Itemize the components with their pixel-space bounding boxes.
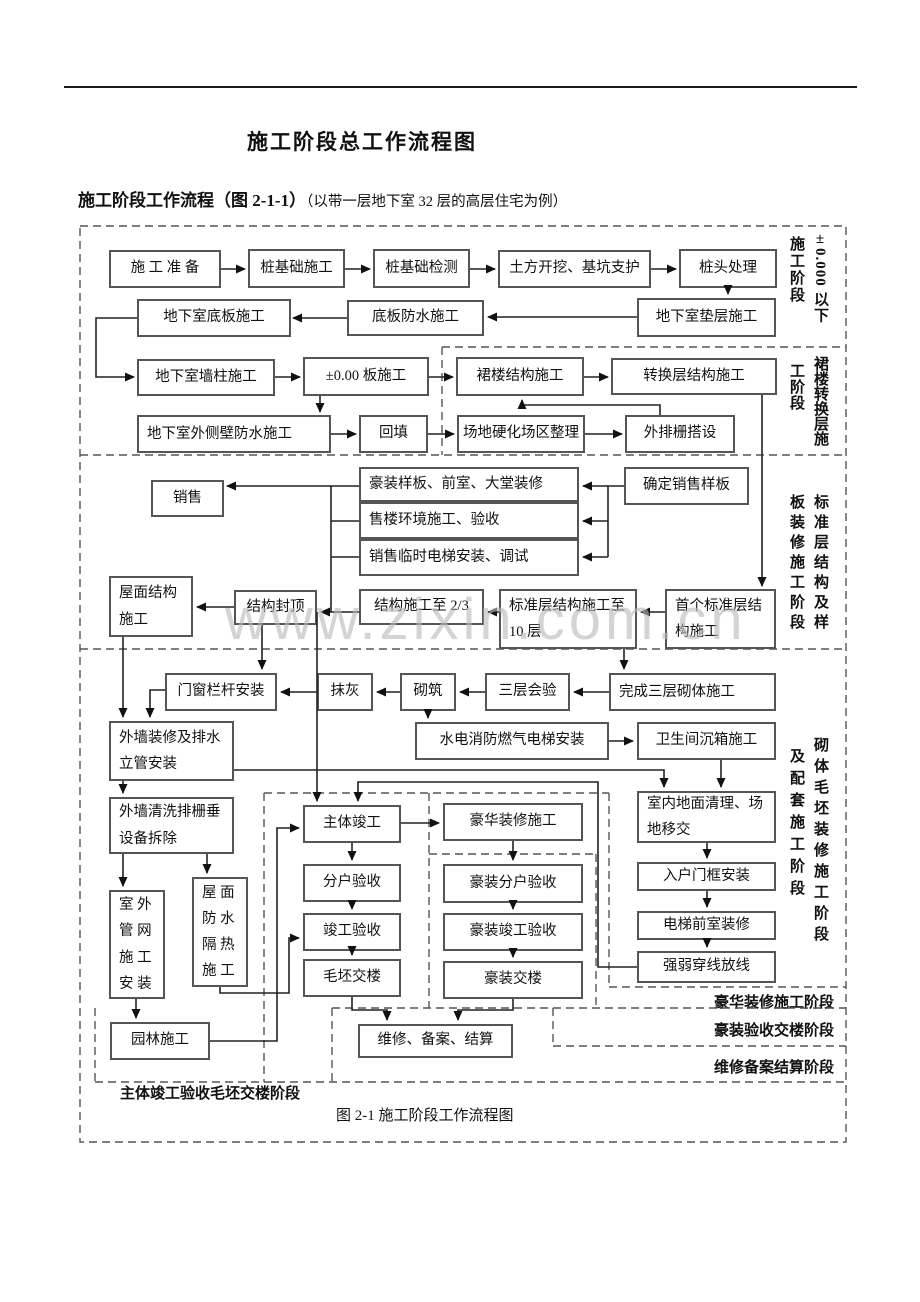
box-mep: 水电消防燃气电梯安装	[415, 722, 609, 760]
box-door-rail: 门窗栏杆安装	[165, 673, 277, 711]
stage-label-zone2-left: 工阶段	[788, 363, 804, 411]
box-cushion: 地下室垫层施工	[637, 298, 776, 337]
box-three-done: 完成三层砌体施工	[609, 673, 776, 711]
box-three-check: 三层会验	[485, 673, 570, 711]
page-title: 施工阶段总工作流程图	[247, 130, 477, 154]
box-scaffold: 外排栅搭设	[625, 415, 735, 453]
stage-label-main-accept: 主体竣工验收毛坯交楼阶段	[120, 1086, 301, 1102]
box-completion-check: 竣工验收	[303, 913, 401, 951]
box-roof-wp: 屋 面 防 水 隔 热 施 工	[192, 877, 248, 987]
box-sales-env: 售楼环境施工、验收	[359, 502, 579, 539]
stage-label-zone3-right: 标准层结构及样	[812, 494, 828, 634]
box-pile-head: 桩头处理	[679, 249, 777, 288]
box-bare-delivery: 毛坯交楼	[303, 959, 401, 997]
box-ext-clean: 外墙清洗排栅垂 设备拆除	[109, 797, 234, 854]
box-lux-deco: 豪华装修施工	[443, 803, 583, 841]
box-backfill: 回填	[359, 415, 428, 453]
figure-caption: 图 2-1 施工阶段工作流程图	[336, 1108, 514, 1124]
box-zero-slab: ±0.00 板施工	[303, 357, 429, 396]
box-confirm-sample: 确定销售样板	[624, 467, 749, 505]
box-wire-laying: 强弱穿线放线	[637, 951, 776, 983]
box-transfer: 转换层结构施工	[611, 358, 777, 395]
stage-label-zone1-left: 施工阶段	[788, 236, 804, 304]
box-temp-elevator: 销售临时电梯安装、调试	[359, 539, 579, 576]
box-outdoor-pipe: 室 外 管 网 施 工 安 装	[109, 890, 165, 999]
box-roof-structure: 屋面结构 施工	[109, 576, 193, 637]
box-door-frame: 入户门框安装	[637, 862, 776, 891]
box-excavation: 土方开挖、基坑支护	[498, 250, 651, 288]
box-lux-unit-check: 豪装分户验收	[443, 864, 583, 903]
stage-label-zone1-right: ±0.000 以下	[812, 231, 828, 324]
stage-label-lux-accept: 豪装验收交楼阶段	[714, 1023, 835, 1039]
box-unit-check: 分户验收	[303, 864, 401, 902]
box-prep: 施 工 准 备	[109, 250, 221, 288]
box-ext-deco: 外墙装修及排水 立管安装	[109, 721, 234, 781]
stage-label-lux-deco: 豪华装修施工阶段	[714, 995, 835, 1011]
box-struct-10: 标准层结构施工至 10 层	[499, 589, 637, 649]
box-podium: 裙楼结构施工	[456, 357, 584, 396]
box-lux-completion-check: 豪装竣工验收	[443, 913, 583, 951]
stage-label-repair: 维修备案结算阶段	[714, 1060, 835, 1076]
box-topping: 结构封顶	[234, 590, 317, 625]
box-indoor-clean: 室内地面清理、场 地移交	[637, 791, 776, 843]
box-pile-test: 桩基础检测	[373, 249, 470, 288]
box-base-slab: 地下室底板施工	[137, 299, 291, 337]
page-subtitle: 施工阶段工作流程（图 2-1-1）（以带一层地下室 32 层的高层住宅为例）	[78, 186, 567, 211]
box-elevator-lobby: 电梯前室装修	[637, 911, 776, 940]
stage-label-zone2-right: 裙楼转换层施	[812, 356, 828, 446]
box-site-harden: 场地硬化场区整理	[457, 415, 585, 453]
box-main-complete: 主体竣工	[303, 805, 401, 843]
stage-label-zone4-left: 及配套施工阶段	[788, 748, 804, 902]
box-masonry: 砌筑	[400, 673, 456, 711]
stage-label-zone4-right: 砌体毛坯装修施工阶段	[812, 737, 828, 947]
box-floor-wp: 底板防水施工	[347, 300, 484, 336]
box-wall-col: 地下室墙柱施工	[137, 359, 275, 396]
box-pile: 桩基础施工	[248, 249, 345, 288]
box-sales: 销售	[151, 480, 224, 517]
top-rule	[64, 86, 857, 88]
box-struct-23: 结构施工至 2/3	[359, 589, 484, 625]
box-sample-deco: 豪装样板、前室、大堂装修	[359, 467, 579, 502]
subtitle-normal: （以带一层地下室 32 层的高层住宅为例）	[306, 194, 568, 210]
subtitle-bold: 施工阶段工作流程（图 2-1-1）	[78, 191, 307, 210]
box-toilet-box: 卫生间沉箱施工	[637, 722, 776, 760]
box-lux-delivery: 豪装交楼	[443, 961, 583, 999]
box-first-std: 首个标准层结 构施工	[665, 589, 776, 649]
box-ext-wp: 地下室外侧壁防水施工	[137, 415, 331, 453]
stage-label-zone3-left: 板装修施工阶段	[788, 494, 804, 634]
box-garden: 园林施工	[110, 1022, 210, 1060]
box-plaster: 抹灰	[317, 673, 373, 711]
box-repair: 维修、备案、结算	[358, 1024, 513, 1058]
